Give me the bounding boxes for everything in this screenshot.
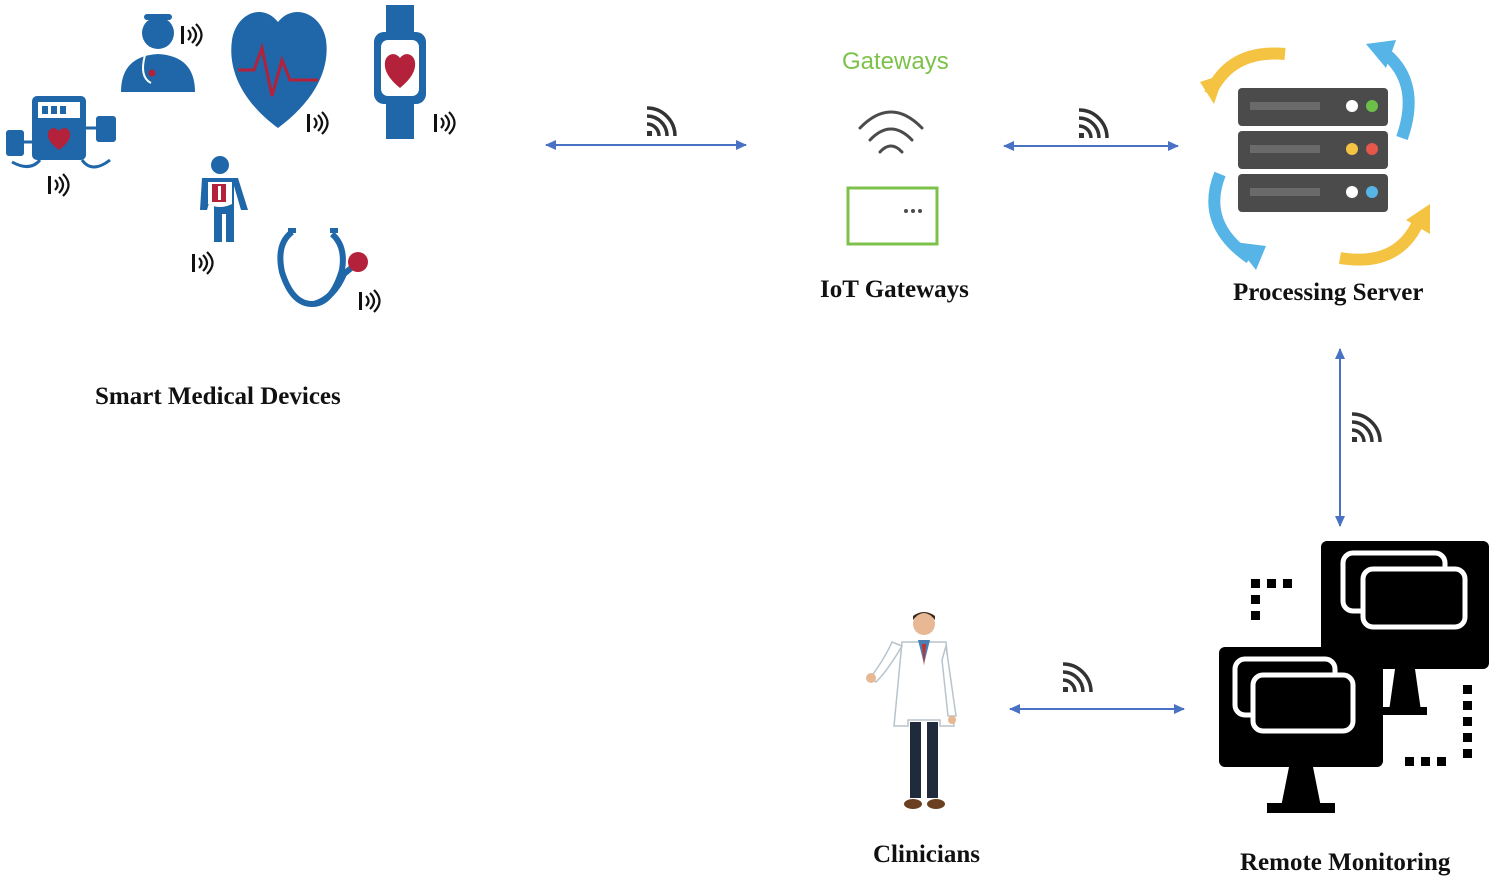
edge-devices-gateways	[545, 106, 747, 150]
blood-pressure-monitor-icon	[6, 96, 116, 169]
doctor-bust-icon	[121, 14, 195, 92]
smartwatch-icon	[374, 5, 426, 139]
processing-server-label: Processing Server	[1233, 279, 1424, 306]
patient-icon	[200, 156, 248, 242]
doctor-icon	[862, 610, 972, 822]
wifi-gateway-icon	[840, 90, 950, 260]
smart-devices-cluster	[0, 0, 480, 330]
monitors-icon	[1215, 535, 1495, 825]
gateway-icon-caption: Gateways	[842, 48, 949, 75]
wireless-signal-icon	[645, 106, 677, 138]
edge-server-monitoring	[1335, 348, 1382, 527]
edge-clinicians-monitoring	[1009, 662, 1185, 714]
clinicians-label: Clinicians	[873, 841, 980, 868]
remote-monitoring-label: Remote Monitoring	[1240, 849, 1451, 876]
wireless-signal-icon	[1061, 662, 1093, 694]
server-sync-icon	[1190, 34, 1440, 274]
wireless-signal-icon	[1077, 108, 1109, 140]
wireless-signal-icon	[1350, 412, 1382, 444]
smart-devices-label: Smart Medical Devices	[95, 383, 341, 410]
server-rack-icon	[1238, 88, 1388, 212]
heart-rate-icon	[231, 11, 327, 129]
stethoscope-icon	[277, 228, 368, 308]
edge-gateways-server	[1003, 108, 1179, 151]
iot-gateways-label: IoT Gateways	[820, 276, 969, 303]
